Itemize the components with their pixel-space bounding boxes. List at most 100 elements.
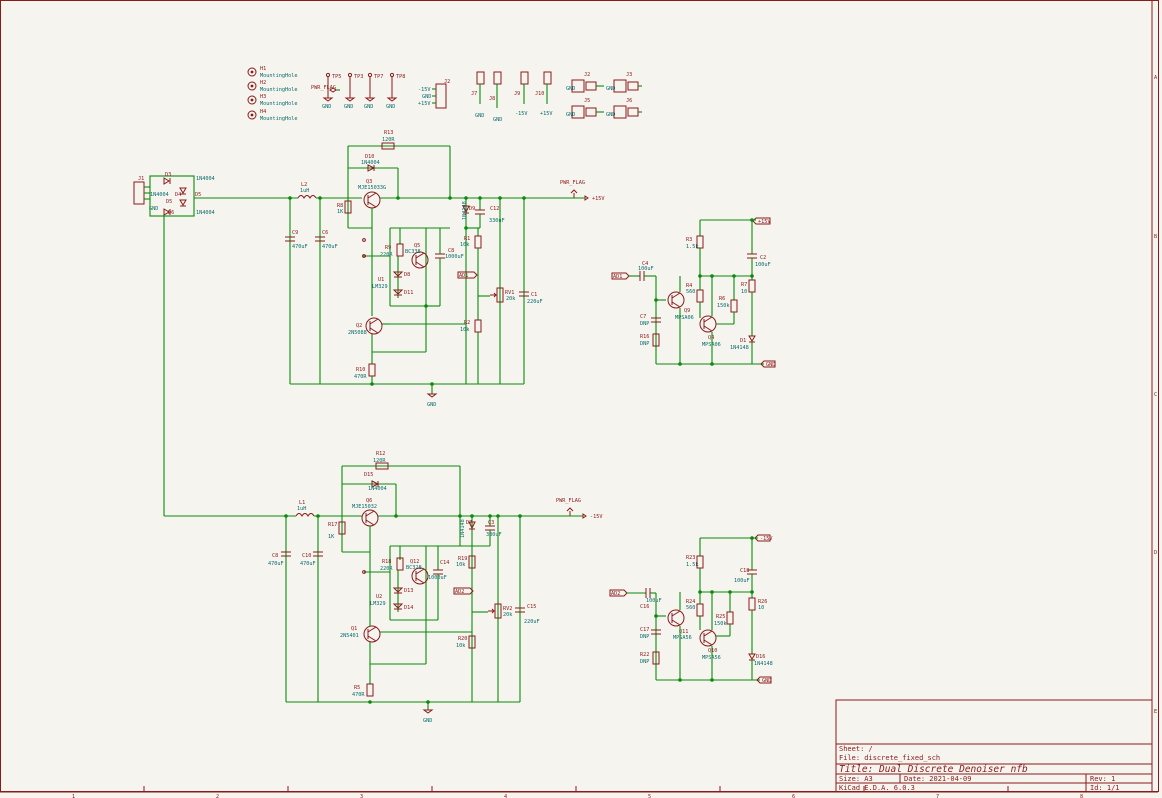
transistor-q2[interactable]: Q2 2N5088 [348, 317, 383, 336]
transistor-q10[interactable]: Q10 MPSA56 [699, 629, 721, 661]
diode-d16[interactable]: D16 1N4148 [748, 653, 773, 667]
cap-c17[interactable]: C17 DNP [640, 627, 661, 640]
resistor-r20[interactable]: R20 10k [456, 635, 476, 649]
aj2-ref: J3 [626, 72, 632, 78]
transistor-q3[interactable]: Q3 MJE15033G [358, 179, 386, 209]
jack-symbols: J7 GND J8 GND J9 -15V J10 +15V [471, 71, 553, 123]
uf-gnd-text: GND [766, 362, 775, 368]
diode-d7[interactable]: D7 1N4148 [460, 519, 476, 538]
d7-val: 1N4148 [460, 519, 466, 538]
transistor-q12[interactable]: Q12 BC328 [406, 559, 429, 585]
resistor-r13[interactable]: R13 120R [381, 130, 395, 150]
diode-d10[interactable]: D10 1N4004 [361, 154, 380, 172]
resistor-r3[interactable]: R3 1.5k [686, 235, 704, 250]
d11-ref: D11 [404, 290, 413, 296]
d4-val: 1N4004 [150, 192, 169, 198]
input-connector-j1[interactable]: J1 GND [133, 176, 158, 212]
resistor-r2[interactable]: R2 10k [460, 319, 482, 384]
resistor-r6[interactable]: R6 150k [716, 276, 738, 325]
resistor-r23[interactable]: R23 1.5k [686, 555, 704, 569]
cap-c12[interactable]: C12 330uF [475, 198, 505, 228]
diode-d9[interactable]: 1N4148 D9 [462, 201, 475, 220]
cap-c1[interactable]: C1 220uF [519, 291, 543, 305]
c1-val: 220uF [527, 299, 543, 305]
h3-value: MountingHole [260, 101, 297, 107]
diode-d15[interactable]: D15 1N4004 [364, 472, 387, 492]
resistor-r8[interactable]: R8 1K [337, 200, 352, 215]
r18-val: 220R [380, 566, 393, 572]
resistor-r9[interactable]: R9 220R [380, 243, 404, 258]
pwr-flag-lower[interactable]: PWR_FLAG -15V [556, 498, 603, 520]
tb-rev: Rev: 1 [1090, 775, 1115, 783]
d5-ref-b: D5 [195, 192, 201, 198]
cap-c2[interactable]: C2 100uF [747, 253, 771, 268]
l2-val: 1uH [300, 188, 309, 194]
resistor-r17[interactable]: R17 1K [328, 521, 346, 540]
q11-val: MPSA56 [673, 635, 692, 641]
pwr-flag-upper[interactable]: PWR_FLAG +15V [560, 180, 605, 202]
gnd-label-2: GND [344, 104, 353, 110]
power-connector[interactable]: -15V GND +15V J2 [418, 79, 450, 109]
transistor-q6[interactable]: Q6 MJE15032 [352, 498, 379, 527]
trimmer-rv2[interactable]: RV2 20k [488, 603, 513, 619]
gnd-upper-text: GND [427, 402, 436, 408]
q2-val: 2N5088 [348, 330, 367, 336]
r6-val: 150k [717, 303, 730, 309]
transistor-q1[interactable]: Q1 2N5401 [340, 625, 381, 643]
diode-d1[interactable]: D1 1N4148 [730, 335, 756, 351]
resistor-r19[interactable]: R19 10k [456, 555, 476, 569]
cap-c4[interactable]: C4 100uF [638, 261, 654, 281]
mounting-hole-h1[interactable]: H1 MountingHole [247, 66, 297, 79]
r8-ref: R8 [337, 203, 343, 209]
mounting-hole-h4[interactable]: H4 MountingHole [247, 109, 297, 122]
resistor-r16[interactable]: R16 DNP [640, 333, 660, 347]
transistor-q5[interactable]: Q5 BC338 [405, 243, 429, 269]
pwr-flag-header[interactable]: PWR_FLAG [311, 85, 340, 93]
mounting-hole-h2[interactable]: H2 MountingHole [247, 80, 297, 93]
resistor-r7[interactable]: R7 10 [741, 279, 756, 295]
tp5-label: TP5 [332, 74, 341, 80]
q3-ref: Q3 [366, 179, 372, 185]
resistor-r12[interactable]: R12 120R [373, 451, 389, 470]
resistor-r5[interactable]: R5 470R [352, 683, 374, 698]
resistor-r18[interactable]: R18 220R [380, 557, 404, 572]
inductor-l1[interactable]: L1 1uH [295, 500, 315, 517]
cap-c15[interactable]: C15 220uF [515, 604, 540, 625]
cap-c16[interactable]: 100uF C16 [640, 588, 662, 610]
resistor-r25[interactable]: R25 150k [714, 592, 734, 637]
cap-c10[interactable]: C10 470uF [300, 551, 323, 567]
c8u-val: 1000uF [445, 254, 464, 260]
resistor-r22[interactable]: R22 DNP [640, 651, 660, 665]
d4-ref: D4 [175, 192, 181, 198]
cap-c7[interactable]: C7 DNP [640, 314, 661, 327]
transistor-q9[interactable]: Q9 MPSA06 [667, 291, 694, 321]
transistor-q11[interactable]: Q11 MPSA56 [667, 609, 692, 641]
trimmer-rv1[interactable]: RV1 20k [490, 287, 516, 303]
vref-u2[interactable]: D13 D14 U2 LM329 [370, 570, 413, 612]
inductor-l2[interactable]: L2 1uH [297, 182, 317, 199]
frame-row-label: E [1154, 709, 1157, 715]
r2-val: 10k [460, 327, 470, 333]
transistor-q4[interactable]: Q4 MPSA06 [699, 315, 721, 348]
bridge-rectifier[interactable]: D3 1N4004 1N4004 D4 D5 D5 D6 1N4004 [149, 172, 215, 217]
resistor-r1[interactable]: R1 10k [460, 228, 482, 320]
cap-c14[interactable]: C14 1000uF [428, 546, 449, 620]
cap-c8-upper[interactable]: C8 1000uF [426, 228, 464, 307]
vref-u1[interactable]: D8 D11 U1 LM329 [372, 256, 413, 298]
r18-ref: R18 [382, 559, 391, 565]
mounting-hole-h3[interactable]: H3 MountingHole [247, 94, 297, 107]
cap-c6[interactable]: C6 470uF [315, 230, 338, 250]
frame-row-label: C [1154, 392, 1157, 398]
resistor-r26[interactable]: R26 10 [748, 597, 767, 611]
cap-c3[interactable]: C3 330uF [485, 516, 502, 546]
tp7-label: TP7 [374, 74, 383, 80]
d15-ref: D15 [364, 472, 373, 478]
c14-val: 1000uF [428, 575, 447, 581]
net-label-ad-filter-upper: AD1 [611, 272, 630, 280]
frame-col-label: 4 [504, 794, 507, 798]
cap-c18[interactable]: C18 100uF [734, 568, 757, 584]
cap-c9[interactable]: C9 470uF [285, 230, 308, 250]
cap-c8-lower[interactable]: C8 470uF [268, 551, 291, 567]
d15-val: 1N4004 [368, 486, 387, 492]
